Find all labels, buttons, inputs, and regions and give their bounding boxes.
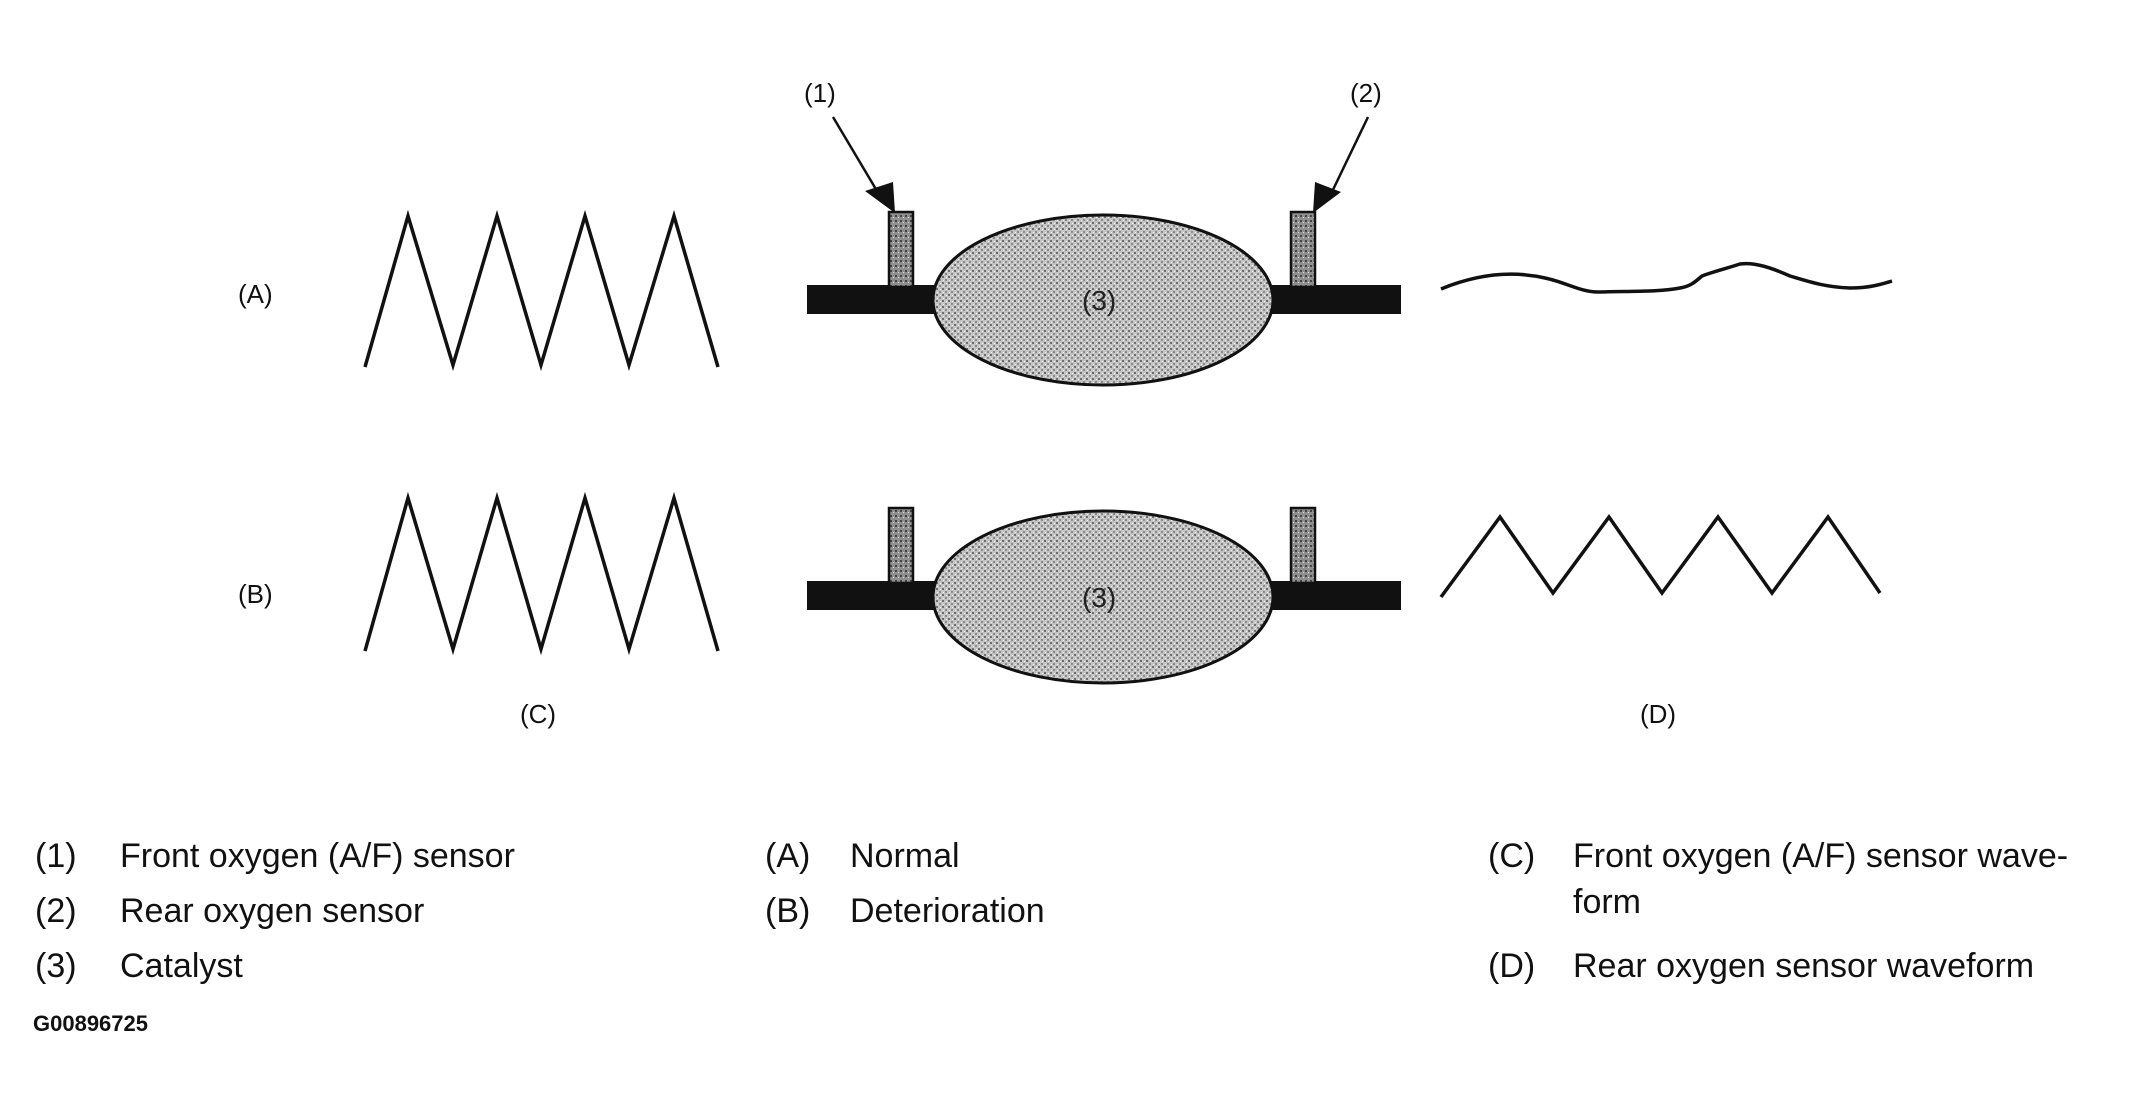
legend-text-c-line2: form bbox=[1573, 883, 1641, 921]
rear-oxygen-sensor-normal bbox=[1289, 210, 1317, 289]
column-label-rear-waveform: (D) bbox=[1640, 699, 1676, 729]
legend-text-c-line1: Front oxygen (A/F) sensor wave- bbox=[1573, 837, 2068, 875]
legend-text-2: Rear oxygen sensor bbox=[120, 892, 424, 930]
arrow-rear-sensor bbox=[1313, 182, 1341, 213]
front-waveform-normal bbox=[363, 209, 720, 372]
row-label-b: (B) bbox=[238, 579, 273, 609]
rear-waveform-normal bbox=[1440, 261, 1893, 294]
front-oxygen-sensor-normal bbox=[887, 210, 915, 289]
legend-key-1: (1) bbox=[35, 837, 77, 875]
legend-text-b: Deterioration bbox=[850, 892, 1045, 930]
legend-key-c: (C) bbox=[1488, 837, 1535, 875]
legend-key-a: (A) bbox=[765, 837, 810, 875]
front-oxygen-sensor-deterioration bbox=[887, 506, 915, 585]
leader-front-sensor bbox=[831, 116, 882, 197]
row-label-a: (A) bbox=[238, 279, 273, 309]
rear-oxygen-sensor-deterioration bbox=[1289, 506, 1317, 585]
leader-rear-sensor bbox=[1328, 116, 1370, 197]
legend-key-3: (3) bbox=[35, 947, 77, 985]
legend-key-2: (2) bbox=[35, 892, 77, 930]
callout-rear-sensor: (2) bbox=[1350, 78, 1382, 108]
legend-text-1: Front oxygen (A/F) sensor bbox=[120, 837, 515, 875]
legend-key-b: (B) bbox=[765, 892, 810, 930]
arrow-front-sensor bbox=[865, 182, 895, 213]
rear-waveform-deterioration bbox=[1439, 513, 1882, 599]
catalyst-normal bbox=[931, 213, 1275, 387]
catalyst-label-deterioration: (3) bbox=[1082, 582, 1116, 613]
callout-front-sensor: (1) bbox=[804, 78, 836, 108]
legend: (1) Front oxygen (A/F) sensor (2) Rear o… bbox=[35, 837, 2068, 985]
column-label-front-waveform: (C) bbox=[520, 699, 556, 729]
catalyst-deterioration bbox=[931, 509, 1275, 685]
legend-text-a: Normal bbox=[850, 837, 960, 875]
front-waveform-deterioration bbox=[363, 491, 720, 656]
legend-key-d: (D) bbox=[1488, 947, 1535, 985]
catalyst-label-normal: (3) bbox=[1082, 285, 1116, 316]
legend-text-3: Catalyst bbox=[120, 947, 243, 985]
figure-code: G00896725 bbox=[33, 1011, 148, 1036]
legend-text-d: Rear oxygen sensor waveform bbox=[1573, 947, 2034, 985]
